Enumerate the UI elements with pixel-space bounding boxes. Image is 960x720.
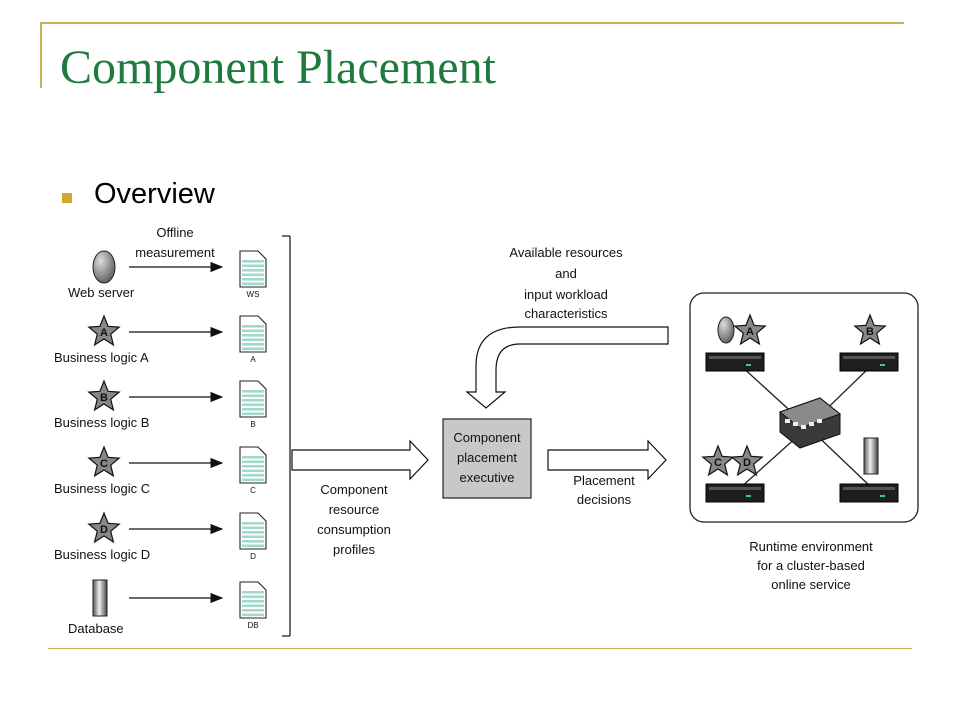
business-logic-star-icon: A [87,314,121,347]
component-list: Web server WS A Business logic A A B Business … [54,250,267,636]
component-row: D Business logic D D [54,511,267,562]
profile-file-icon: B [239,380,267,429]
available-line-3: input workload [524,287,608,302]
cluster-database-icon [863,437,879,475]
star-badge: C [714,457,722,469]
offline-line-2: measurement [135,245,215,260]
web-server-icon [717,316,735,344]
available-line-2: and [555,266,577,281]
profile-file-icon: C [239,446,267,495]
bottom-rule [48,648,912,649]
server-icon [705,483,765,503]
file-label: A [250,355,256,364]
cluster-star-c-icon: C [701,444,735,477]
runtime-line-2: for a cluster-based [757,558,865,573]
web-server-icon [92,250,116,284]
profile-bracket [282,235,291,637]
offline-line-1: Offline [156,225,193,240]
file-label: DB [247,621,258,630]
left-rule [40,22,42,88]
decisions-arrow [547,439,667,481]
server-icon [839,483,899,503]
component-label: Business logic D [54,547,150,562]
business-logic-star-icon: D [87,511,121,544]
available-line-4: characteristics [524,306,608,321]
star-badge: B [866,326,874,338]
runtime-line-1: Runtime environment [749,539,873,554]
file-label: B [250,420,255,429]
available-resources-label: Available resources and input workload c… [509,245,623,321]
profiles-line-1: Component [320,482,388,497]
profiles-line-2: resource [329,502,380,517]
cluster-star-b-icon: B [853,313,887,346]
network-switch-icon [778,397,842,449]
component-label: Business logic A [54,350,149,365]
resources-arrow [465,326,669,409]
star-badge: B [100,392,108,404]
executive-label: Component placement executive [453,430,521,485]
decisions-line-2: decisions [577,492,632,507]
profile-file-icon: A [239,315,267,364]
component-label: Database [68,621,124,636]
bullet-overview: Overview [94,178,215,210]
placement-executive-box [442,418,532,499]
component-row: B Business logic B B [54,379,267,430]
server-icon [705,352,765,372]
runtime-line-3: online service [771,577,851,592]
cluster-star-a-icon: A [733,313,767,346]
cluster-servers [705,352,899,503]
profiles-arrow [291,439,429,481]
decisions-line-1: Placement [573,473,635,488]
executive-line-3: executive [460,470,515,485]
star-badge: A [100,327,108,339]
component-label: Business logic C [54,481,150,496]
component-row: Web server WS [68,250,267,300]
available-line-1: Available resources [509,245,623,260]
runtime-label: Runtime environment for a cluster-based … [749,539,873,592]
component-row: Database DB [68,579,267,636]
executive-line-2: placement [457,450,517,465]
component-label: Business logic B [54,415,149,430]
slide-title: Component Placement [60,41,496,94]
component-row: C Business logic C C [54,445,267,496]
file-label: C [250,486,256,495]
profile-file-icon: DB [239,581,267,630]
star-badge: D [743,457,751,469]
star-badge: C [100,458,108,470]
file-label: WS [247,290,260,299]
star-badge: D [100,524,108,536]
database-icon [92,579,108,617]
offline-measurement-label: Offline measurement [135,225,215,260]
profiles-line-4: profiles [333,542,375,557]
executive-line-1: Component [453,430,521,445]
profiles-line-3: consumption [317,522,391,537]
file-label: D [250,552,256,561]
component-row: A Business logic A A [54,314,267,365]
business-logic-star-icon: C [87,445,121,478]
top-rule [40,22,904,24]
star-badge: A [746,326,754,338]
profiles-label: Component resource consumption profiles [317,482,391,557]
decisions-label: Placement decisions [573,473,635,507]
server-icon [839,352,899,372]
profile-file-icon: D [239,512,267,561]
business-logic-star-icon: B [87,379,121,412]
cluster-star-d-icon: D [730,444,764,477]
cluster-component-icons: A B C D [701,313,887,477]
component-label: Web server [68,285,135,300]
profile-file-icon: WS [239,250,267,299]
bullet-marker [62,193,72,203]
